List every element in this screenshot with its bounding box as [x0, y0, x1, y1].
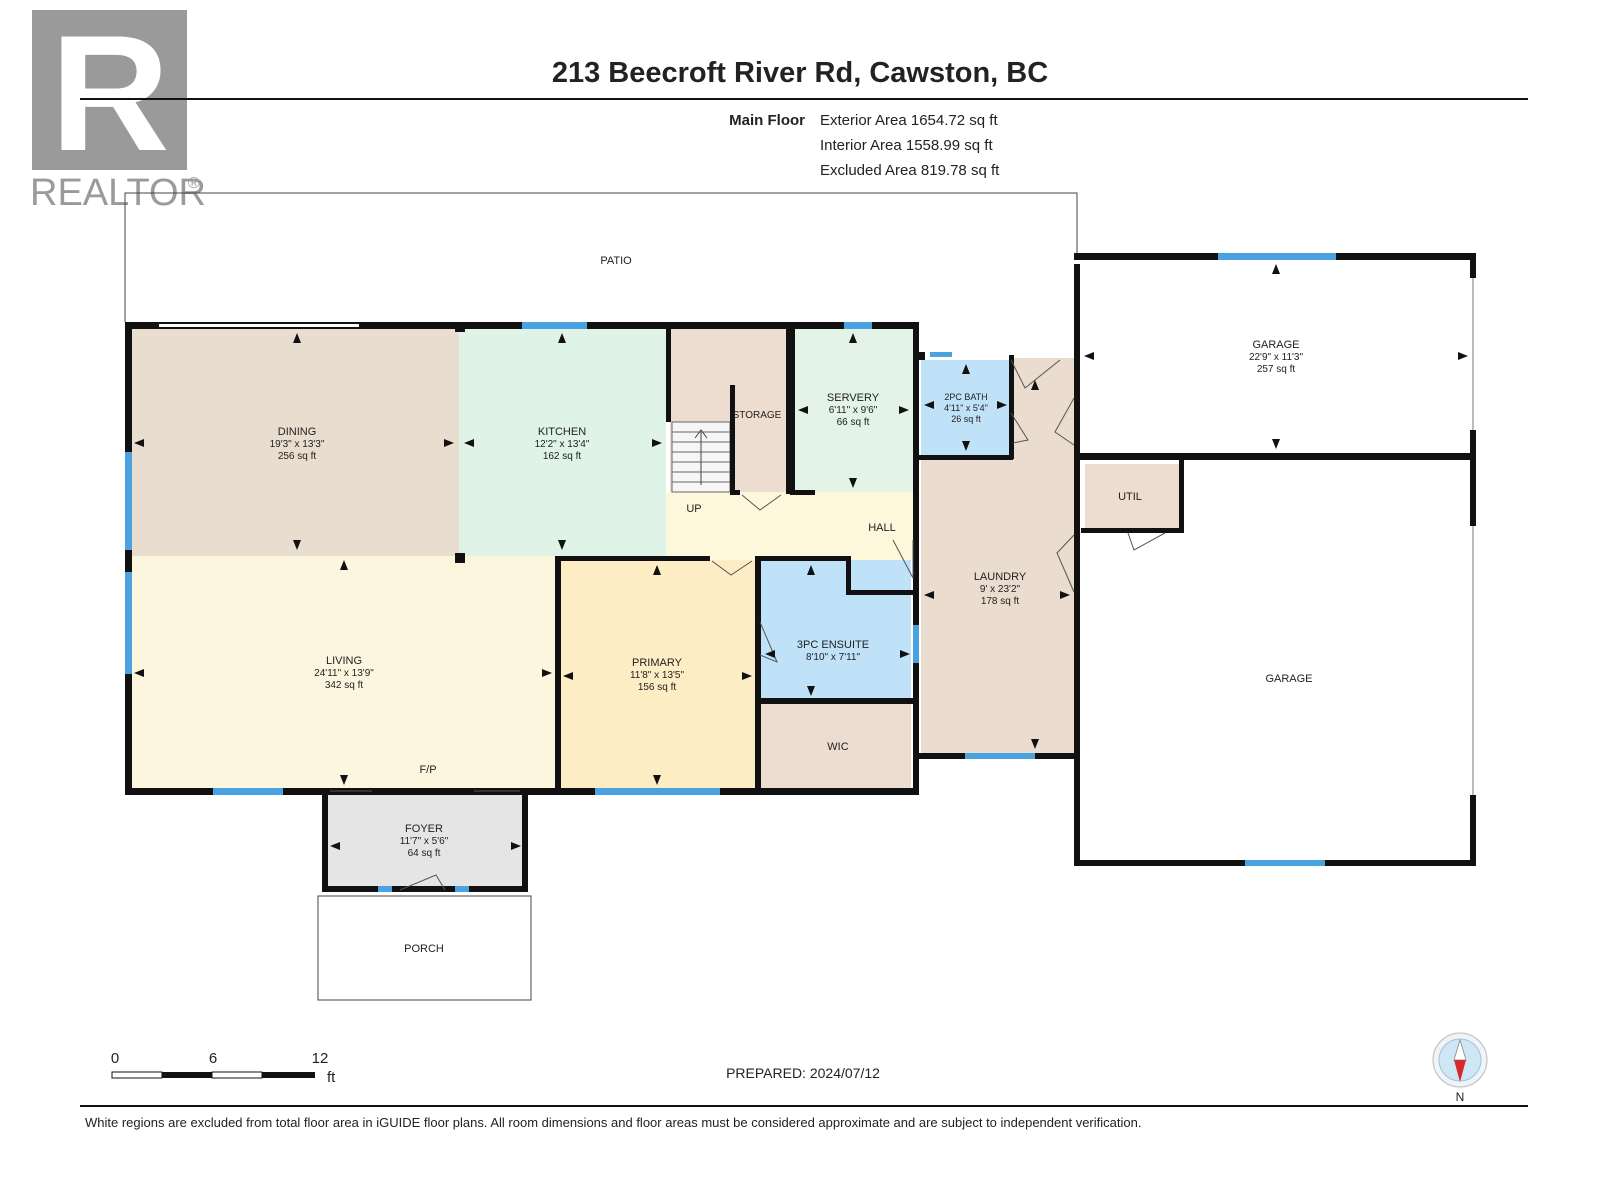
page-title: 213 Beecroft River Rd, Cawston, BC: [552, 57, 1048, 89]
compass-label: N: [1456, 1090, 1465, 1104]
dims-dining: 19'3" x 13'3": [270, 439, 325, 450]
floor-label: Main Floor: [729, 112, 805, 129]
area-foyer: 64 sq ft: [408, 848, 441, 859]
area-dining: 256 sq ft: [278, 451, 317, 462]
dims-primary: 11'8" x 13'5": [630, 670, 685, 681]
porch-outline: [317, 895, 532, 1001]
stairs: [671, 421, 731, 493]
scale-tick-6: 6: [209, 1050, 217, 1067]
scale-bar: 0 6 12 ft: [111, 1050, 336, 1086]
dims-foyer: 11'7" x 5'6": [400, 836, 449, 847]
area-laundry: 178 sq ft: [981, 596, 1020, 607]
label-kitchen: KITCHEN: [538, 426, 586, 438]
area-kitchen: 162 sq ft: [543, 451, 582, 462]
footer-rule: [80, 1105, 1528, 1107]
room-fill-primary: [559, 560, 757, 789]
area-2pc-bath: 26 sq ft: [951, 414, 981, 424]
label-garage-upper: GARAGE: [1252, 339, 1299, 351]
room-fill-foyer: [326, 793, 526, 891]
scale-tick-12: 12: [312, 1050, 329, 1067]
label-2pc-bath: 2PC BATH: [944, 392, 987, 402]
room-labels: PATIO DINING 19'3" x 13'3" 256 sq ft KIT…: [270, 255, 1313, 955]
interior-area: Interior Area 1558.99 sq ft: [820, 137, 993, 154]
room-fill-kitchen: [459, 327, 666, 556]
room-fill-laundry2: [1011, 358, 1074, 458]
dims-garage-upper: 22'9" x 11'3": [1249, 352, 1304, 363]
label-up: UP: [686, 503, 701, 515]
area-primary: 156 sq ft: [638, 682, 677, 693]
dims-2pc-bath: 4'11" x 5'4": [944, 403, 988, 413]
label-util: UTIL: [1118, 491, 1142, 503]
label-dining: DINING: [278, 426, 317, 438]
header-rule: [80, 98, 1528, 100]
scale-unit: ft: [327, 1069, 336, 1086]
label-servery: SERVERY: [827, 392, 880, 404]
realtor-logo: R REALTOR ®: [30, 1, 206, 214]
area-garage-upper: 257 sq ft: [1257, 364, 1296, 375]
dims-3pc-ensuite: 8'10" x 7'11": [806, 652, 861, 663]
label-primary: PRIMARY: [632, 657, 683, 669]
dims-laundry: 9' x 23'2": [980, 584, 1021, 595]
room-fill-bath: [921, 360, 1011, 455]
room-fill-ensuite: [761, 560, 911, 700]
label-wic: WIC: [827, 741, 848, 753]
label-garage-lower: GARAGE: [1265, 673, 1312, 685]
excluded-area: Excluded Area 819.78 sq ft: [820, 162, 1000, 179]
patio-outline: [124, 192, 1078, 322]
doors: [330, 359, 1166, 891]
label-3pc-ensuite: 3PC ENSUITE: [797, 639, 869, 651]
room-fill-laundry: [921, 455, 1074, 757]
label-storage: STORAGE: [733, 410, 782, 421]
footer-disclaimer: White regions are excluded from total fl…: [85, 1115, 1141, 1130]
area-servery: 66 sq ft: [837, 417, 870, 428]
label-porch: PORCH: [404, 943, 444, 955]
compass-icon: N: [1432, 1032, 1488, 1104]
dims-servery: 6'11" x 9'6": [829, 405, 878, 416]
label-patio: PATIO: [600, 255, 632, 267]
dimension-arrows: [134, 264, 1468, 850]
room-fill-dining: [129, 327, 459, 556]
dims-kitchen: 12'2" x 13'4": [535, 439, 590, 450]
room-fill-living: [129, 556, 559, 789]
room-fills: [129, 327, 1181, 891]
room-fill-hall: [666, 492, 913, 560]
label-fireplace: F/P: [419, 764, 436, 776]
room-fill-util: [1085, 464, 1181, 528]
windows: [125, 253, 1336, 892]
room-fill-servery: [794, 327, 913, 492]
scale-tick-0: 0: [111, 1050, 119, 1067]
label-laundry: LAUNDRY: [974, 571, 1027, 583]
prepared-date: PREPARED: 2024/07/12: [726, 1065, 880, 1081]
label-hall: HALL: [868, 522, 896, 534]
exterior-area: Exterior Area 1654.72 sq ft: [820, 112, 998, 129]
label-foyer: FOYER: [405, 823, 443, 835]
room-fill-wic: [761, 704, 911, 789]
dims-living: 24'11" x 13'9": [314, 668, 374, 679]
label-living: LIVING: [326, 655, 362, 667]
logo-registered: ®: [188, 175, 200, 192]
logo-mark: R: [50, 1, 169, 185]
area-living: 342 sq ft: [325, 680, 364, 691]
